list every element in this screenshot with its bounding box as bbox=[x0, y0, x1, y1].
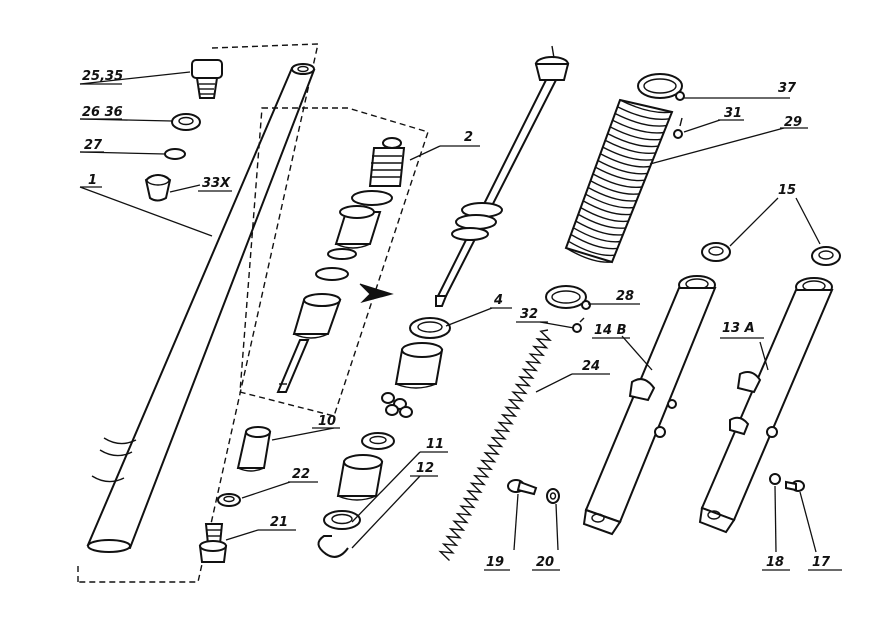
part-washer-20 bbox=[546, 488, 560, 504]
part-screw-small bbox=[673, 117, 683, 139]
part-seal-left bbox=[701, 242, 731, 262]
boot-rib bbox=[592, 173, 643, 189]
callout-28: 28 bbox=[616, 289, 634, 304]
arrow-icon bbox=[359, 283, 394, 303]
part-boot-clamp-bottom bbox=[545, 285, 591, 310]
part-clamp-screw bbox=[572, 317, 585, 333]
part-valve-cluster bbox=[381, 392, 413, 418]
boot-rib bbox=[617, 106, 670, 120]
leader-lines bbox=[79, 71, 821, 553]
part-top-bolt bbox=[191, 59, 223, 99]
part-dust-boot bbox=[564, 98, 674, 264]
callout-26-36: 26 36 bbox=[82, 105, 123, 120]
callout-11: 11 bbox=[426, 437, 444, 452]
callout-21: 21 bbox=[270, 515, 288, 530]
boot-rib bbox=[595, 166, 645, 182]
part-spring bbox=[438, 329, 552, 562]
boot-rib bbox=[607, 132, 659, 148]
fork-tube-assembly-outline bbox=[77, 43, 319, 583]
boot-rib bbox=[604, 139, 656, 154]
part-washer-large bbox=[171, 113, 201, 131]
part-plug bbox=[144, 174, 172, 202]
boot-rib bbox=[577, 213, 626, 229]
callout-13a: 13 A bbox=[722, 321, 755, 336]
boot-rib bbox=[582, 200, 632, 216]
boot-rib bbox=[614, 112, 667, 127]
callout-4: 4 bbox=[493, 293, 503, 308]
boot-rib bbox=[600, 153, 651, 168]
part-allen-bolt bbox=[198, 523, 228, 563]
callout-1: 1 bbox=[88, 173, 97, 188]
part-damper-assembly bbox=[239, 107, 429, 417]
boot-rib bbox=[612, 119, 664, 134]
part-washer-18 bbox=[769, 473, 781, 485]
callout-33x: 33X bbox=[202, 176, 231, 191]
callout-37: 37 bbox=[778, 81, 797, 96]
part-oil-seal bbox=[323, 510, 361, 530]
callout-10: 10 bbox=[318, 414, 336, 429]
boot-rib bbox=[573, 227, 621, 243]
callout-29: 29 bbox=[784, 115, 802, 130]
callout-25-35: 25,35 bbox=[82, 69, 123, 84]
boot-rib bbox=[597, 159, 648, 175]
boot-rib bbox=[609, 126, 662, 141]
callout-15: 15 bbox=[778, 183, 796, 198]
part-bolt-17 bbox=[785, 480, 805, 492]
boot-rib bbox=[587, 186, 637, 202]
callout-17: 17 bbox=[812, 555, 831, 570]
callout-19: 19 bbox=[486, 555, 504, 570]
part-slider-left bbox=[582, 275, 717, 536]
callout-14b: 14 B bbox=[594, 323, 627, 338]
boot-rib bbox=[619, 99, 673, 114]
callout-27: 27 bbox=[84, 138, 103, 153]
boot-rib bbox=[590, 180, 640, 195]
part-damper-rod bbox=[435, 45, 570, 307]
part-bolt-19 bbox=[507, 479, 538, 496]
part-o-ring bbox=[164, 148, 186, 160]
boot-rib bbox=[585, 193, 634, 209]
callout-32: 32 bbox=[520, 307, 538, 322]
part-bushing-lower bbox=[336, 454, 384, 501]
part-seal-ring bbox=[409, 317, 451, 339]
boot-rib bbox=[580, 206, 629, 223]
callout-22: 22 bbox=[292, 467, 310, 482]
part-circlip bbox=[317, 535, 349, 558]
boot-rib bbox=[565, 247, 613, 263]
callout-24: 24 bbox=[582, 359, 600, 374]
part-fork-tube bbox=[86, 63, 316, 553]
callout-labels: 25,35 26 36 27 1 33X 2 4 32 28 14 B 13 A… bbox=[80, 69, 842, 571]
part-bushing-upper bbox=[394, 342, 444, 389]
part-washer-mid bbox=[361, 432, 395, 450]
part-spacer-tube bbox=[236, 426, 272, 472]
boot-rib bbox=[568, 240, 615, 257]
part-seal-right bbox=[811, 246, 841, 266]
boot-rib bbox=[575, 220, 623, 236]
part-washer-small bbox=[217, 493, 241, 507]
callout-20: 20 bbox=[536, 555, 554, 570]
part-boot-clamp-top bbox=[637, 73, 685, 101]
callout-18: 18 bbox=[766, 555, 784, 570]
boot-rib bbox=[570, 233, 618, 250]
part-slider-right bbox=[698, 277, 834, 534]
callout-2: 2 bbox=[464, 130, 473, 145]
callout-31: 31 bbox=[724, 106, 742, 121]
boot-rib bbox=[602, 146, 653, 161]
callout-12: 12 bbox=[416, 461, 434, 476]
